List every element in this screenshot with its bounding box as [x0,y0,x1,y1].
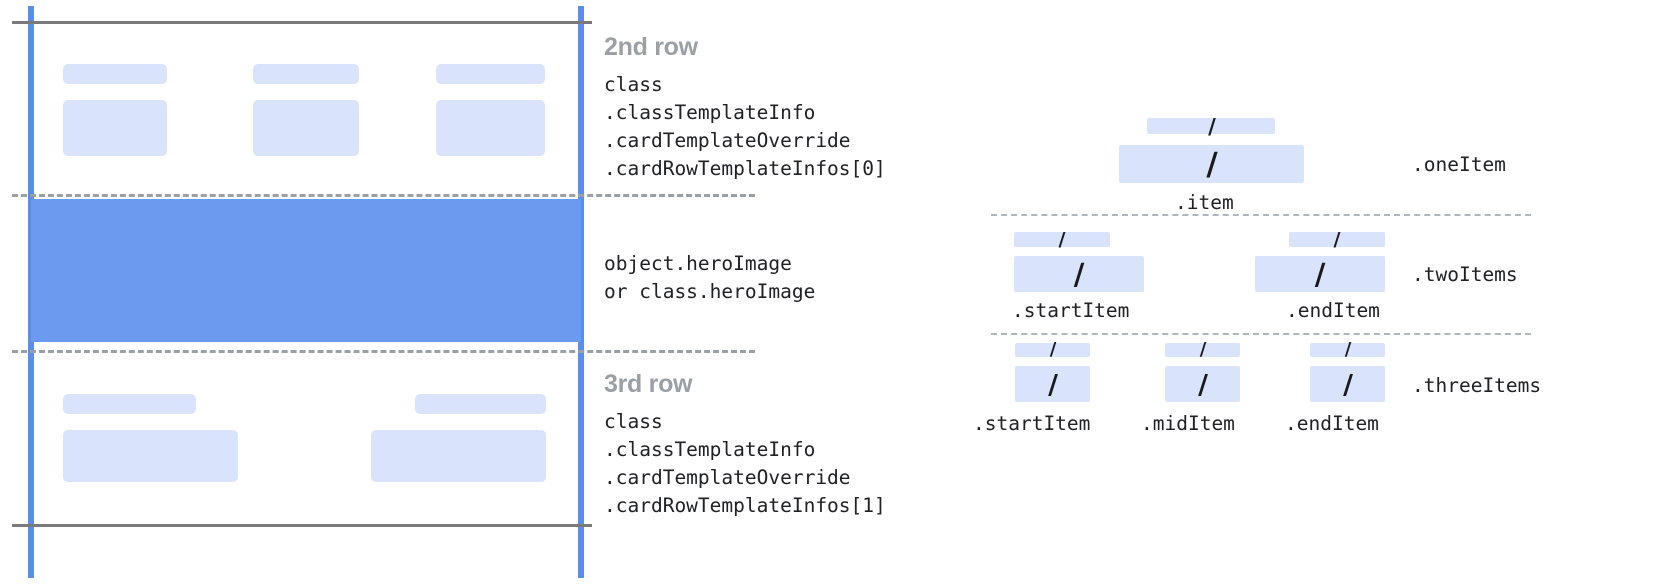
three-items-start-slot-label: .startItem [973,412,1091,435]
hero-annotation: object.heroImage or class.heroImage [604,252,816,303]
panel-bottom-rule [12,524,592,527]
two-items-end-label-chip [1289,232,1385,247]
second-row-annotation: class .classTemplateInfo .cardTemplateOv… [604,73,886,180]
row3-col2-value-chip [371,430,546,482]
three-items-mid-value-chip [1165,366,1240,402]
one-item-value-chip [1119,145,1304,183]
row2-col3-label-chip [436,64,545,84]
row2-col1-value-chip [63,100,167,156]
three-items-mid-label-chip [1165,343,1240,357]
one-item-slot-label: .item [1175,191,1234,214]
two-items-start-slot-label: .startItem [1012,299,1130,322]
second-row-title: 2nd row [604,33,698,61]
row2-col1-label-chip [63,64,167,84]
three-items-group-label: .threeItems [1412,374,1542,397]
row2-col2-value-chip [253,100,359,156]
three-items-end-value-chip [1310,366,1385,402]
right-guide-line [578,6,584,578]
row3-col1-label-chip [63,394,196,414]
two-items-end-slot-label: .endItem [1286,299,1380,322]
one-item-group-label: .oneItem [1412,153,1506,176]
two-items-start-value-chip [1014,256,1144,292]
two-items-end-value-chip [1255,256,1385,292]
one-two-items-separator [991,214,1531,216]
row2-hero-separator [12,194,755,197]
panel-top-rule [12,21,592,24]
two-items-start-label-chip [1014,232,1110,247]
two-items-group-label: .twoItems [1412,263,1518,286]
one-item-label-chip [1147,118,1275,134]
three-items-mid-slot-label: .midItem [1141,412,1235,435]
row3-col1-value-chip [63,430,238,482]
three-items-start-label-chip [1015,343,1090,357]
third-row-title: 3rd row [604,370,693,398]
two-three-items-separator [991,333,1531,335]
row2-col2-label-chip [253,64,359,84]
row2-col3-value-chip [436,100,545,156]
hero-image-block [31,199,581,342]
three-items-end-slot-label: .endItem [1285,412,1379,435]
row3-col2-label-chip [415,394,546,414]
third-row-annotation: class .classTemplateInfo .cardTemplateOv… [604,410,886,517]
three-items-end-label-chip [1310,343,1385,357]
three-items-start-value-chip [1015,366,1090,402]
hero-row3-separator [12,350,755,353]
